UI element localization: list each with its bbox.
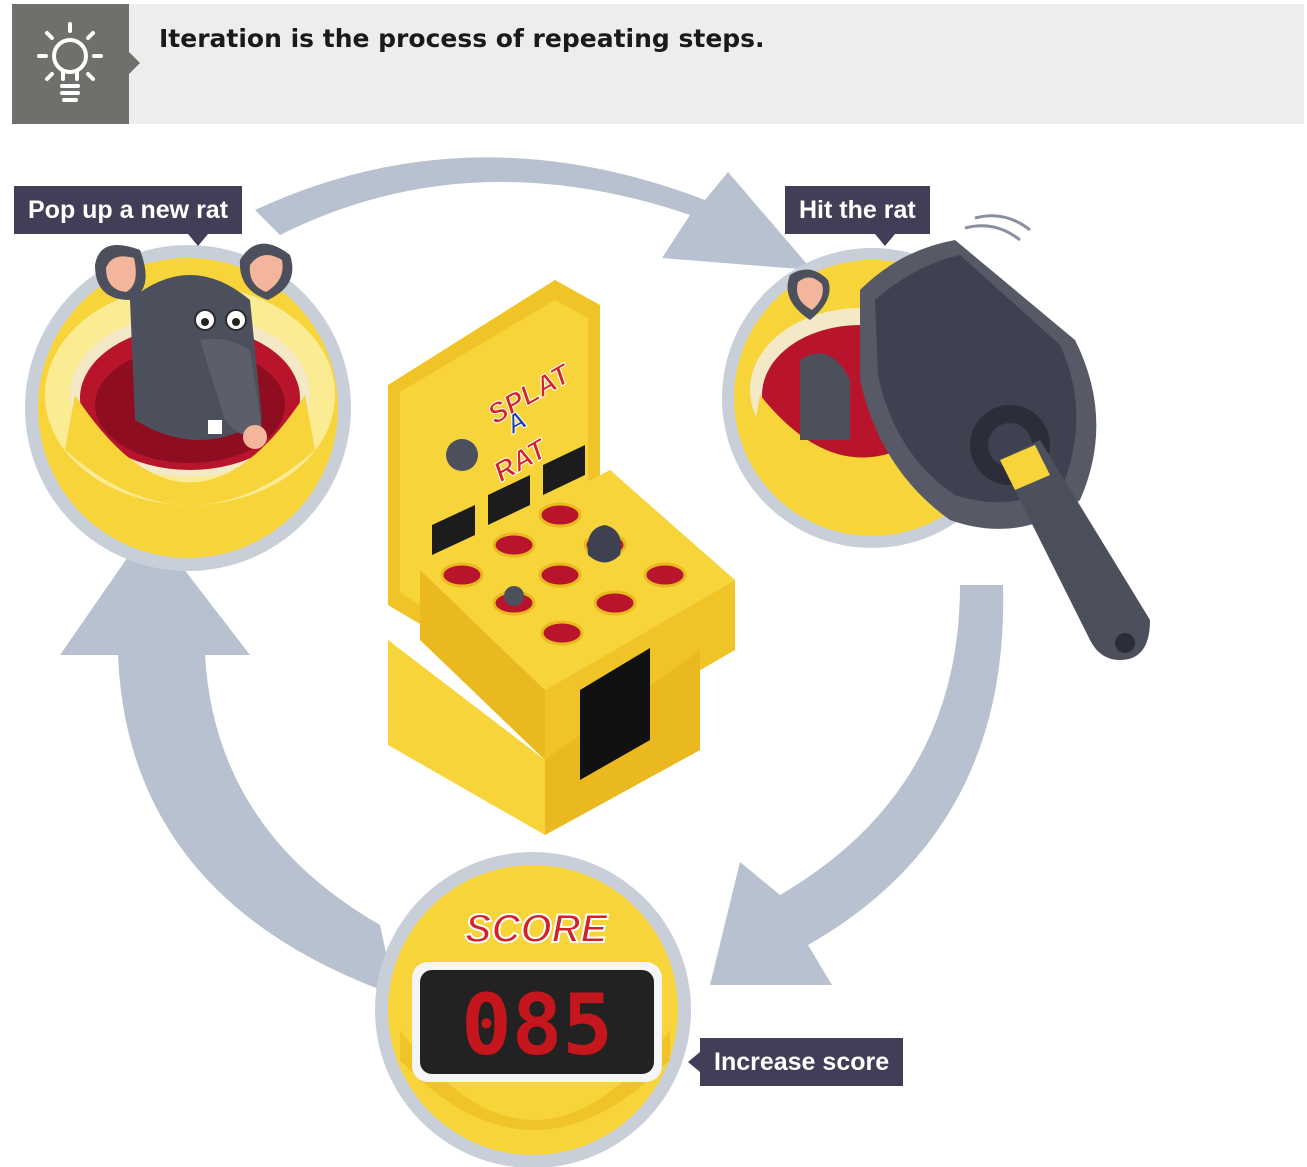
arrow-left	[60, 525, 395, 995]
arrow-right	[710, 585, 1003, 985]
score-title: SCORE	[465, 907, 609, 951]
score-scene: SCORE 085	[375, 852, 691, 1167]
hit-rat-scene	[722, 216, 1150, 660]
mallet	[860, 216, 1150, 660]
step-label-hit-rat: Hit the rat	[785, 186, 930, 234]
arrow-top	[255, 157, 812, 270]
score-value: 085	[461, 976, 613, 1074]
step-label-pop-rat: Pop up a new rat	[14, 186, 242, 234]
step-label-increase-score: Increase score	[700, 1038, 903, 1086]
pop-rat-scene	[25, 244, 351, 571]
arcade-machine: SPLAT A RAT	[388, 280, 735, 835]
